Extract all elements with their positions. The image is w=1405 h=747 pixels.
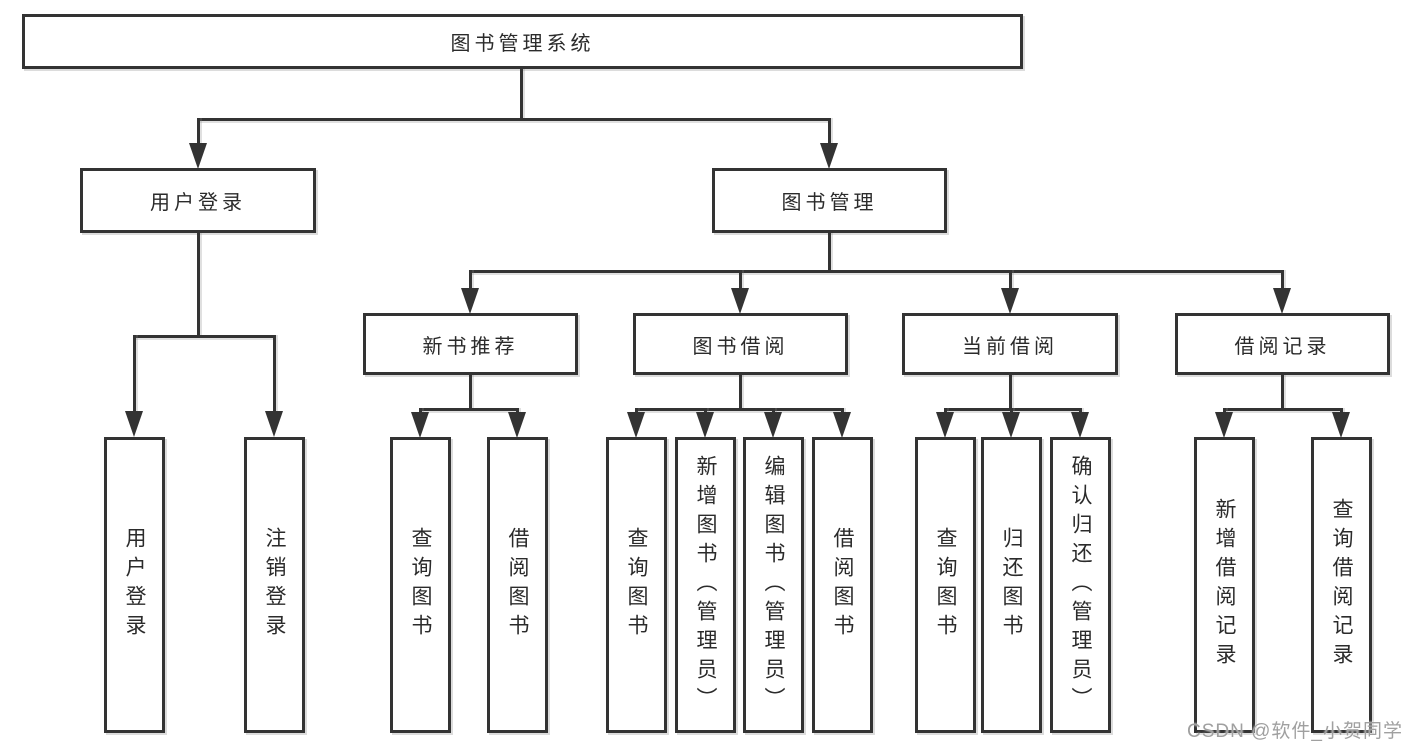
leaf-br-add-record: 新增借阅记录 <box>1194 437 1255 733</box>
connector-to-logout-leaf <box>273 335 276 415</box>
arrowhead-book-borrowing-icon <box>731 288 749 314</box>
arrowhead-bb-query-icon <box>627 412 645 438</box>
connector-book-management-stem <box>828 233 831 272</box>
node-new-book-recommendation: 新书推荐 <box>363 313 578 375</box>
node-user-login: 用户登录 <box>80 168 316 233</box>
leaf-user-login: 用户登录 <box>104 437 165 733</box>
arrowhead-new-book-rec-icon <box>461 288 479 314</box>
arrowhead-cb-return-icon <box>1002 412 1020 438</box>
connector-to-borrowing-records <box>1281 270 1284 292</box>
leaf-logout: 注销登录 <box>244 437 305 733</box>
leaf-cb-confirm-return-admin: 确认归还（管理员） <box>1050 437 1111 733</box>
arrowhead-user-login-icon <box>189 143 207 169</box>
connector-user-login-stem <box>197 233 200 337</box>
arrowhead-login-leaf-icon <box>125 411 143 437</box>
leaf-cb-query-books: 查询图书 <box>915 437 976 733</box>
leaf-bb-add-books-admin: 新增图书（管理员） <box>675 437 736 733</box>
connector-to-current-borrowing <box>1009 270 1012 292</box>
arrowhead-bb-add-icon <box>696 412 714 438</box>
csdn-watermark: CSDN @软件_小贺同学 <box>1187 721 1403 742</box>
arrowhead-current-borrowing-icon <box>1001 288 1019 314</box>
connector-cb-splitter <box>944 408 1082 411</box>
arrowhead-br-add-icon <box>1215 412 1233 438</box>
leaf-nbr-borrow-books: 借阅图书 <box>487 437 548 733</box>
leaf-bb-borrow-books: 借阅图书 <box>812 437 873 733</box>
arrowhead-br-query-icon <box>1332 412 1350 438</box>
arrowhead-nbr-query-icon <box>411 412 429 438</box>
connector-new-book-rec-stem <box>469 375 472 410</box>
leaf-br-query-record: 查询借阅记录 <box>1311 437 1372 733</box>
connector-user-login-splitter <box>133 335 276 338</box>
leaf-nbr-query-books: 查询图书 <box>390 437 451 733</box>
connector-to-user-login <box>197 118 200 148</box>
node-current-borrowing: 当前借阅 <box>902 313 1118 375</box>
connector-to-book-management <box>828 118 831 148</box>
connector-nbr-splitter <box>419 408 519 411</box>
connector-root-stem <box>520 69 523 120</box>
connector-bb-splitter <box>635 408 844 411</box>
arrowhead-book-management-icon <box>820 143 838 169</box>
arrowhead-bb-borrow-icon <box>833 412 851 438</box>
arrowhead-cb-query-icon <box>936 412 954 438</box>
leaf-bb-edit-books-admin: 编辑图书（管理员） <box>743 437 804 733</box>
arrowhead-nbr-borrow-icon <box>508 412 526 438</box>
arrowhead-bb-edit-icon <box>764 412 782 438</box>
connector-br-splitter <box>1223 408 1343 411</box>
arrowhead-borrowing-records-icon <box>1273 288 1291 314</box>
node-borrowing-records: 借阅记录 <box>1175 313 1390 375</box>
arrowhead-cb-confirm-icon <box>1071 412 1089 438</box>
leaf-bb-query-books: 查询图书 <box>606 437 667 733</box>
node-root: 图书管理系统 <box>22 14 1023 69</box>
connector-root-splitter <box>197 118 831 121</box>
node-book-management: 图书管理 <box>712 168 947 233</box>
node-book-borrowing: 图书借阅 <box>633 313 848 375</box>
connector-book-management-splitter <box>469 270 1284 273</box>
connector-to-new-book-rec <box>469 270 472 292</box>
connector-current-borrowing-stem <box>1009 375 1012 410</box>
connector-borrowing-records-stem <box>1281 375 1284 410</box>
arrowhead-logout-leaf-icon <box>265 411 283 437</box>
connector-to-book-borrowing <box>739 270 742 292</box>
connector-to-login-leaf <box>133 335 136 415</box>
leaf-cb-return-books: 归还图书 <box>981 437 1042 733</box>
connector-book-borrowing-stem <box>739 375 742 410</box>
